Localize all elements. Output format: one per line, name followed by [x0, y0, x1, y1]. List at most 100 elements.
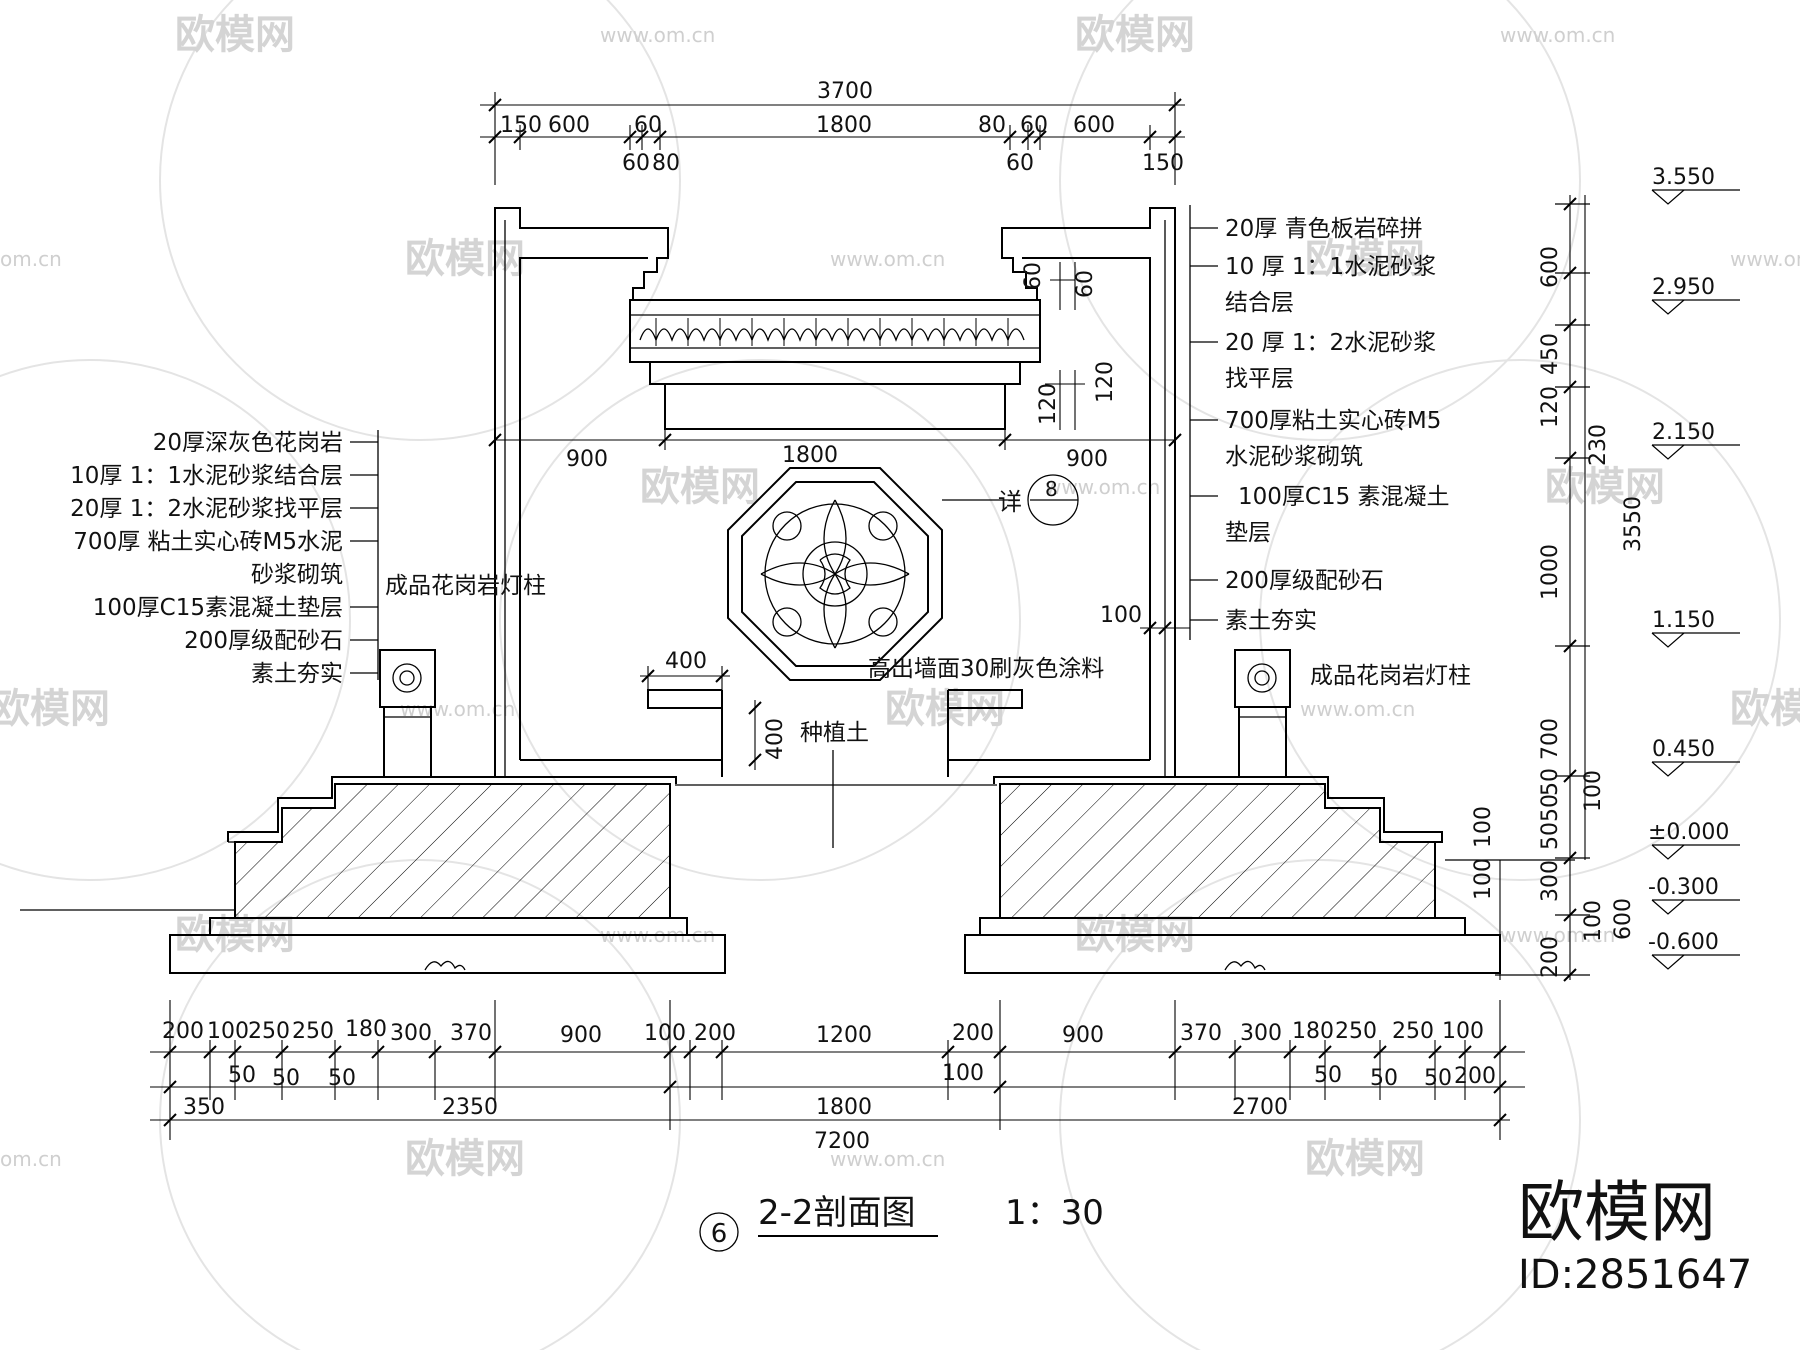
model-id: ID:2851647 [1518, 1252, 1752, 1298]
dim-bottom: 100 [207, 1019, 249, 1044]
dim-vertical: 700 [1538, 718, 1563, 760]
right-stone-finish [993, 776, 1443, 843]
top-dimensions: 3700 150 600 60 1800 80 60 600 60 80 60 … [480, 79, 1185, 185]
dim-vertical: 1000 [1538, 544, 1563, 600]
drawing-title: 2-2剖面图 [758, 1193, 916, 1233]
elevation-label: 3.550 [1652, 165, 1715, 190]
note-left: 200厚级配砂石 [184, 628, 343, 654]
dim-top: 600 [548, 113, 590, 138]
dim-vertical: 600 [1538, 246, 1563, 288]
right-gravel-layer [964, 934, 1501, 974]
elevation-label: 2.950 [1652, 275, 1715, 300]
bottom-dimensions: 200 100 250 250 180 300 370 900 100 200 … [150, 1000, 1525, 1154]
watermark-url: www.om.cn [1730, 247, 1800, 271]
dim-top: 1800 [816, 113, 872, 138]
right-vertical-dimensions: 600 450 120 230 3550 1000 700 50 50 100 … [1471, 195, 1646, 982]
ground-line [20, 784, 1575, 911]
right-brick-core [999, 783, 1436, 919]
brand-logo-text: 欧模网 [1518, 1174, 1716, 1251]
detail-callout: 详 8 [942, 474, 1079, 526]
watermark-brand: 欧模网 [1305, 1136, 1425, 1182]
roof-dimensions: 60 60 120 120 [1021, 262, 1118, 430]
dim-vertical: 450 [1538, 333, 1563, 375]
dim-bottom: 370 [1180, 1021, 1222, 1046]
dim-vertical: 200 [1538, 936, 1563, 978]
elevation-label: 2.150 [1652, 420, 1715, 445]
dim-bottom: 50 [1314, 1063, 1342, 1088]
note-right: 20厚 青色板岩碎拼 [1225, 216, 1423, 242]
note-right: 素土夯实 [1225, 608, 1317, 634]
dim-bottom-total: 350 [183, 1095, 225, 1120]
dim-mid: 900 [566, 447, 608, 472]
left-stone-finish [227, 776, 677, 842]
dim-top: 600 [1073, 113, 1115, 138]
left-base [169, 776, 726, 974]
watermark-url-fragment: om.cn [0, 247, 62, 271]
dim-overall-top: 3700 [817, 79, 873, 104]
watermark-brand: 欧模网 [0, 686, 110, 732]
compacted-soil-symbol [424, 960, 1266, 971]
dim-bottom-total: 1800 [816, 1095, 872, 1120]
dim-bottom: 50 [228, 1063, 256, 1088]
note-left: 砂浆砌筑 [251, 562, 343, 588]
dim-bottom: 100 [644, 1021, 686, 1046]
dim-top: 80 [652, 151, 680, 176]
dim-bottom: 200 [952, 1021, 994, 1046]
dim-bottom: 200 [694, 1021, 736, 1046]
dim-top: 150 [500, 113, 542, 138]
watermark-url: www.om.cn [1300, 697, 1415, 721]
sheet-number: 6 [711, 1219, 728, 1249]
dim-vertical: 600 [1611, 898, 1636, 940]
note-right: 水泥砂浆砌筑 [1225, 444, 1363, 470]
dim-bottom-total: 2700 [1232, 1095, 1288, 1120]
dim-vertical-overall: 3550 [1621, 496, 1646, 552]
drawing-title-block: 6 2-2剖面图 1：30 [699, 1193, 1104, 1252]
watermark-brand: 欧模网 [640, 464, 760, 510]
dim-roof: 60 [1021, 262, 1046, 290]
note-right: 200厚级配砂石 [1225, 568, 1384, 594]
dim-vertical: 300 [1538, 860, 1563, 902]
right-base [964, 776, 1501, 974]
right-concrete-cushion [979, 917, 1466, 936]
dim-bottom: 50 [272, 1066, 300, 1091]
dim-bottom: 200 [162, 1019, 204, 1044]
watermark-brand: 欧模网 [175, 12, 295, 58]
elevation-label: 0.450 [1652, 737, 1715, 762]
note-right: 结合层 [1225, 290, 1294, 316]
notes-left: 20厚深灰色花岗岩 10厚 1：1水泥砂浆结合层 20厚 1：2水泥砂浆找平层 … [70, 430, 546, 687]
lamp-post-left [379, 649, 436, 778]
dim-top: 80 [978, 113, 1006, 138]
note-right: 700厚粘土实心砖M5 [1225, 408, 1441, 434]
dim-top: 60 [1020, 113, 1048, 138]
note-left: 100厚C15素混凝土垫层 [93, 595, 343, 621]
dim-vertical: 120 [1538, 386, 1563, 428]
note-right: 100厚C15 素混凝土 [1238, 484, 1450, 510]
dim-bottom: 250 [248, 1019, 290, 1044]
elevation-label: 1.150 [1652, 608, 1715, 633]
brand-corner: 欧模网 ID:2851647 [1518, 1174, 1752, 1298]
dim-vertical: 100 [1471, 806, 1496, 848]
dim-bottom: 900 [560, 1023, 602, 1048]
dim-bottom: 180 [345, 1017, 387, 1042]
dim-vertical: 100 [1581, 900, 1606, 942]
elevation-label: -0.300 [1648, 875, 1719, 900]
watermark-url: www.om.cn [1045, 475, 1160, 499]
note-left: 700厚 粘土实心砖M5水泥 [73, 529, 343, 555]
center-labels: 高出墙面30刷灰色涂料 种植土 [800, 656, 1104, 848]
roof-tile-band [629, 299, 1041, 430]
dim-vertical: 50 [1538, 768, 1563, 796]
note-right: 垫层 [1225, 520, 1271, 546]
dim-bottom: 300 [1240, 1021, 1282, 1046]
lamp-label-right: 成品花岗岩灯柱 [1310, 663, 1471, 689]
dim-top: 60 [622, 151, 650, 176]
dim-bottom: 50 [1424, 1066, 1452, 1091]
dim-bottom: 250 [292, 1019, 334, 1044]
note-left: 素土夯实 [251, 661, 343, 687]
dim-bottom-total: 2350 [442, 1095, 498, 1120]
dim-roof: 60 [1073, 270, 1098, 298]
note-right: 找平层 [1225, 366, 1294, 392]
watermark-brand: 欧模网 [1730, 686, 1800, 732]
notes-right: 20厚 青色板岩碎拼 10 厚 1：1水泥砂浆 结合层 20 厚 1：2水泥砂浆… [1189, 205, 1471, 689]
